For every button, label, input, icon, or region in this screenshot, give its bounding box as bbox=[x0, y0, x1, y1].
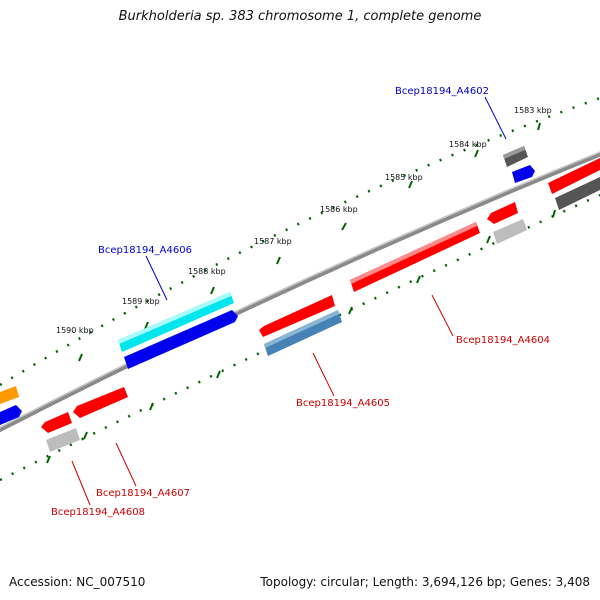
gene-feature-a4607[interactable] bbox=[73, 387, 128, 418]
gene-feature-red-mid[interactable] bbox=[259, 295, 335, 337]
tick-label-1585: 1585 kbp bbox=[385, 173, 423, 182]
outer-major-ticks bbox=[78, 122, 541, 362]
tick-label-1587: 1587 kbp bbox=[254, 237, 292, 246]
gene-feature-darkgray-right[interactable] bbox=[555, 177, 600, 210]
gene-feature-gray-1[interactable] bbox=[493, 219, 527, 244]
gene-feature-orange[interactable] bbox=[0, 386, 19, 404]
gene-label-a4602[interactable]: Bcep18194_A4602 bbox=[395, 86, 489, 97]
gene-shade bbox=[503, 146, 525, 159]
gene-feature-red-a4608[interactable] bbox=[41, 412, 72, 433]
tick-label-1590: 1590 kbp bbox=[56, 326, 94, 335]
inner-major-ticks bbox=[46, 209, 556, 464]
map-title: Burkholderia sp. 383 chromosome 1, compl… bbox=[118, 9, 482, 24]
tick-label-1589: 1589 kbp bbox=[122, 297, 160, 306]
gene-shade bbox=[350, 222, 477, 284]
forward-genes bbox=[0, 146, 600, 425]
gene-feature-blue-2[interactable] bbox=[512, 165, 535, 183]
genome-backbone bbox=[0, 151, 600, 433]
gene-label-a4606[interactable]: Bcep18194_A4606 bbox=[98, 245, 192, 256]
tick-label-1584: 1584 kbp bbox=[449, 140, 487, 149]
gene-label-a4607[interactable]: Bcep18194_A4607 bbox=[96, 488, 190, 499]
tick-label-1588: 1588 kbp bbox=[188, 267, 226, 276]
gene-feature-blue-left[interactable] bbox=[0, 405, 22, 425]
tick-label-1583: 1583 kbp bbox=[514, 106, 552, 115]
gene-feature-red-small[interactable] bbox=[487, 202, 518, 224]
gene-feature-a4608[interactable] bbox=[46, 428, 80, 452]
gene-shade bbox=[118, 292, 231, 344]
tick-label-1586: 1586 kbp bbox=[320, 205, 358, 214]
gene-label-a4608[interactable]: Bcep18194_A4608 bbox=[51, 507, 145, 518]
label-leaders bbox=[71, 96, 507, 506]
gene-feature-blue-1[interactable] bbox=[124, 310, 238, 369]
gene-label-a4605[interactable]: Bcep18194_A4605 bbox=[296, 398, 390, 409]
accession-text: Accession: NC_007510 bbox=[9, 575, 146, 589]
genome-summary-text: Topology: circular; Length: 3,694,126 bp… bbox=[260, 575, 590, 589]
reverse-genes bbox=[41, 177, 600, 452]
genome-backbone-highlight bbox=[0, 151, 600, 429]
gene-label-a4604[interactable]: Bcep18194_A4604 bbox=[456, 335, 550, 346]
gene-feature-red-topright[interactable] bbox=[548, 158, 600, 194]
gene-shade bbox=[264, 310, 339, 348]
